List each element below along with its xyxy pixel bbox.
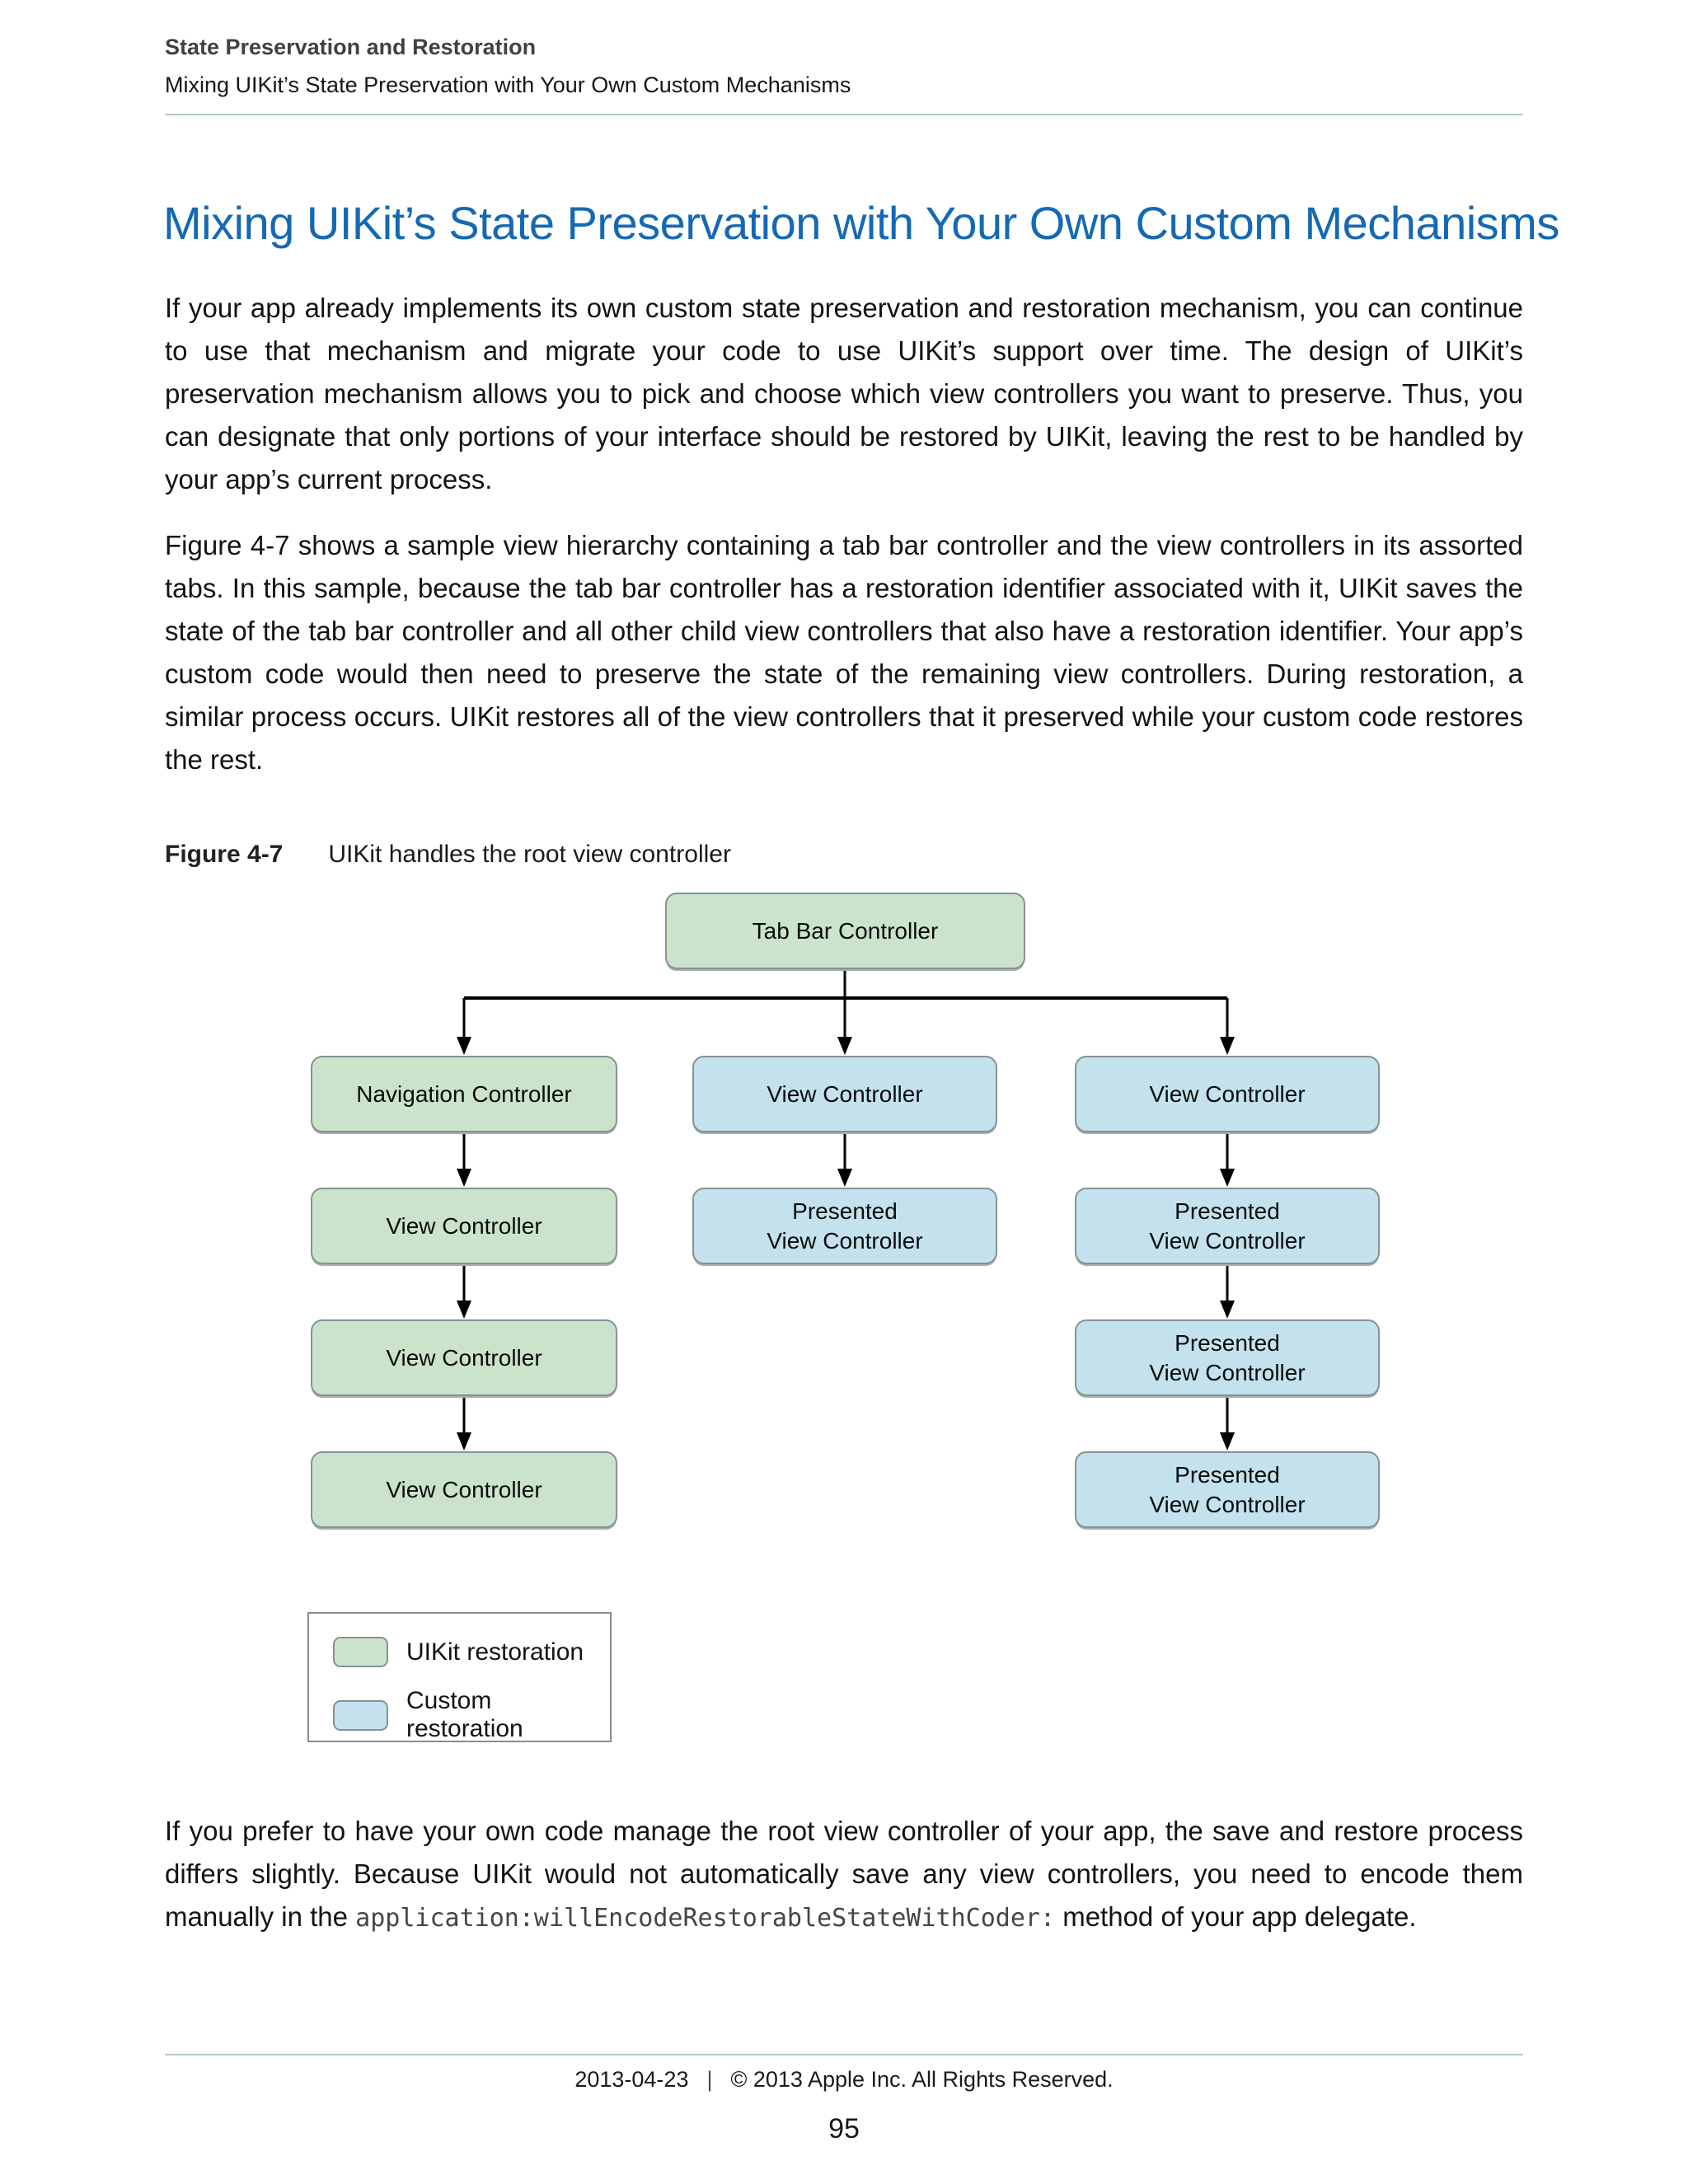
node-label: Presented	[1175, 1197, 1280, 1224]
node-label: View Controller	[1149, 1227, 1306, 1254]
custom-restoration-swatch	[333, 1699, 388, 1731]
header-rule	[165, 114, 1523, 115]
node-label: View Controller	[767, 1080, 923, 1107]
paragraph-3-text: If you prefer to have your own code mana…	[165, 1816, 1523, 1932]
node-presented-view-controller-tab3-1: Presented View Controller	[1075, 1188, 1380, 1264]
paragraph-2: Figure 4-7 shows a sample view hierarchy…	[165, 530, 1523, 775]
footer-copyright: © 2013 Apple Inc. All Rights Reserved.	[730, 2067, 1114, 2092]
node-view-controller-tab2: View Controller	[692, 1056, 997, 1132]
node-view-controller-nav2: View Controller	[311, 1319, 617, 1396]
node-presented-view-controller-tab2: Presented View Controller	[692, 1188, 997, 1264]
footer-date: 2013-04-23	[574, 2067, 689, 2092]
footer-separator: |	[706, 2067, 713, 2092]
node-presented-view-controller-tab3-3: Presented View Controller	[1075, 1451, 1380, 1528]
node-tab-bar-controller: Tab Bar Controller	[665, 893, 1025, 969]
node-navigation-controller: Navigation Controller	[311, 1056, 617, 1132]
diagram-connectors	[457, 969, 1235, 1451]
legend-label: Custom restoration	[406, 1687, 523, 1742]
node-label: View Controller	[386, 1476, 542, 1502]
view-hierarchy-diagram: Tab Bar Controller Navigation Controller…	[165, 893, 1523, 1529]
node-presented-view-controller-tab3-2: Presented View Controller	[1075, 1319, 1380, 1396]
diagram-legend: UIKit restoration Custom restoration	[307, 1612, 612, 1742]
node-label: View Controller	[1149, 1359, 1306, 1385]
legend-label: UIKit restoration	[406, 1638, 584, 1666]
node-label: View Controller	[386, 1344, 542, 1371]
paragraph-1: If your app already implements its own c…	[165, 293, 1523, 494]
node-label: Presented	[1175, 1329, 1280, 1356]
paragraph-3: If you prefer to have your own code mana…	[165, 1810, 1523, 1940]
node-label: Navigation Controller	[356, 1080, 572, 1107]
figure-label: Figure 4-7	[165, 841, 284, 868]
legend-item-custom: Custom restoration	[333, 1687, 610, 1743]
page-title: Mixing UIKit’s State Preservation with Y…	[163, 197, 1559, 249]
node-view-controller-tab3: View Controller	[1075, 1056, 1380, 1132]
node-view-controller-nav1: View Controller	[311, 1188, 617, 1264]
node-label: Presented	[1175, 1461, 1280, 1488]
paragraph-3-text: method of your app delegate.	[1055, 1901, 1417, 1932]
figure-caption-text: UIKit handles the root view controller	[328, 841, 731, 868]
node-view-controller-nav3: View Controller	[311, 1451, 617, 1528]
node-label: Presented	[792, 1197, 898, 1224]
node-label: View Controller	[767, 1227, 923, 1254]
footer-text: 2013-04-23 | © 2013 Apple Inc. All Rights …	[0, 2067, 1688, 2093]
uikit-restoration-swatch	[333, 1637, 388, 1667]
page-number: 95	[828, 2113, 860, 2144]
node-label: View Controller	[1149, 1491, 1306, 1517]
figure-caption: Figure 4-7 UIKit handles the root view co…	[165, 841, 1523, 869]
node-label: View Controller	[386, 1212, 542, 1239]
node-label: Tab Bar Controller	[752, 917, 939, 944]
inline-code: application:willEncodeRestorableStateWit…	[355, 1904, 1056, 1933]
node-label: View Controller	[1149, 1080, 1306, 1107]
legend-item-uikit: UIKit restoration	[333, 1637, 610, 1667]
footer-rule	[165, 2054, 1523, 2055]
running-header-subsection: Mixing UIKit’s State Preservation with Y…	[165, 73, 851, 97]
running-header-section: State Preservation and Restoration	[165, 35, 537, 59]
